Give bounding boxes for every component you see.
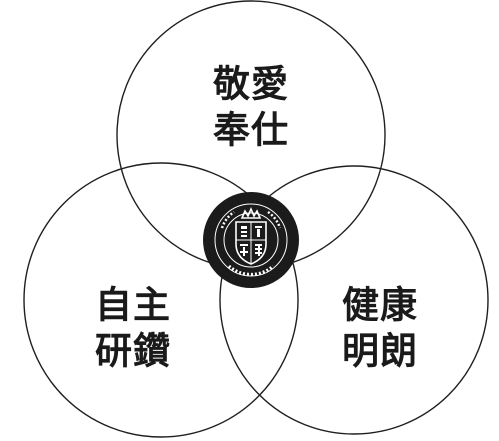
label-top-line2: 奉仕 bbox=[213, 109, 289, 152]
label-right-line1: 健康 bbox=[342, 284, 418, 327]
label-top: 敬愛 奉仕 bbox=[212, 63, 289, 152]
circle-left bbox=[23, 162, 299, 438]
circle-right bbox=[219, 165, 489, 435]
school-crest-icon bbox=[203, 192, 299, 288]
label-left-line1: 自主 bbox=[95, 284, 171, 327]
label-left-line2: 研鑽 bbox=[95, 330, 171, 373]
label-right-line2: 明朗 bbox=[342, 330, 418, 373]
label-left: 自主 研鑽 bbox=[95, 284, 171, 373]
label-right: 健康 明朗 bbox=[342, 284, 418, 373]
label-top-line1: 敬愛 bbox=[212, 63, 289, 106]
